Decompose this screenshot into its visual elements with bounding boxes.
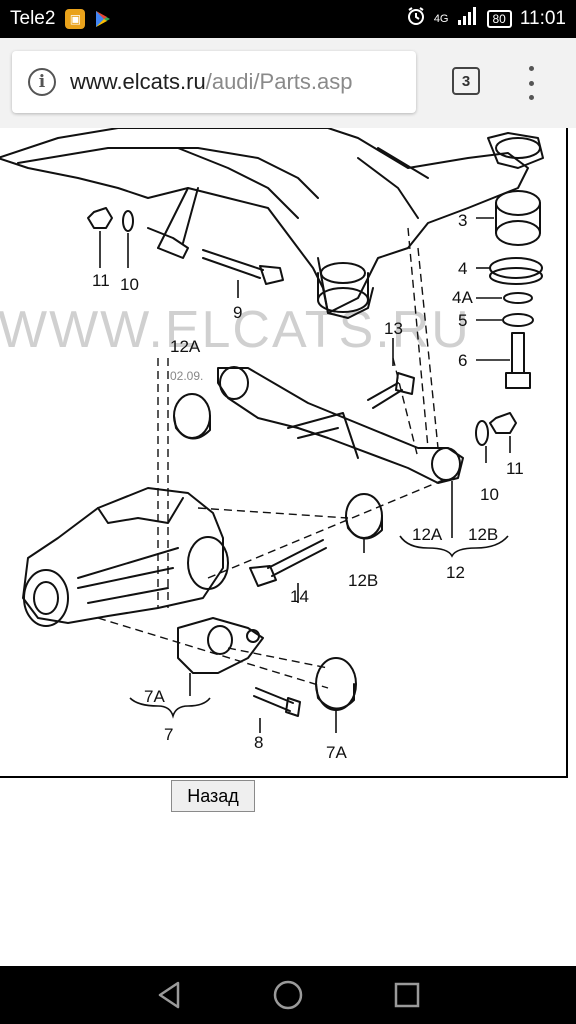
label-12b: 12B [348,571,378,590]
label-8: 8 [254,733,263,752]
label-4: 4 [458,259,467,278]
network-type: 4G [433,12,449,25]
label-12: 12 [446,563,465,582]
status-bar: Tele2 ▣ 4G 80 11:01 [0,0,576,38]
clock: 11:01 [519,8,566,29]
label-14: 14 [290,587,309,606]
system-nav-bar [0,966,576,1024]
exploded-parts-drawing: 11 10 9 13 12A 02.09. 3 4 4A 5 6 11 10 1… [0,128,544,762]
url-text[interactable]: www.elcats.ru/audi/Parts.asp [70,69,353,94]
label-7: 7 [164,725,173,744]
address-bar[interactable]: i www.elcats.ru/audi/Parts.asp [12,51,416,113]
label-10-right: 10 [480,485,499,504]
label-12a-brace: 12A [412,525,443,544]
label-5: 5 [458,311,467,330]
info-icon[interactable]: i [28,68,56,96]
battery-indicator: 80 [486,10,512,28]
label-6: 6 [458,351,467,370]
page-content: WWW.ELCATS.RU [0,128,576,966]
play-store-icon [93,9,113,29]
label-11-left: 11 [92,271,110,290]
date-stamp: 02.09. [170,369,203,383]
back-button[interactable]: Назад [171,780,255,812]
label-10-left: 10 [120,275,139,294]
watermark: WWW.ELCATS.RU [0,301,471,359]
label-11-right: 11 [506,459,524,478]
tab-switcher-button[interactable]: 3 [452,67,480,95]
label-9: 9 [233,303,242,322]
label-13: 13 [384,319,403,338]
label-7a-brace: 7A [144,687,165,706]
overflow-menu-icon[interactable] [520,66,542,100]
recents-nav-icon[interactable] [390,978,424,1012]
alarm-icon [406,6,426,32]
label-7a: 7A [326,743,347,762]
label-12a-top: 12A [170,337,201,356]
home-nav-icon[interactable] [271,978,305,1012]
signal-icon [457,6,479,32]
label-4a: 4A [452,288,473,307]
carrier-name: Tele2 [10,8,56,29]
back-nav-icon[interactable] [152,978,186,1012]
browser-toolbar: i www.elcats.ru/audi/Parts.asp 3 [0,38,576,128]
label-3: 3 [458,211,467,230]
notification-app-icon: ▣ [65,9,86,29]
label-12b-brace: 12B [468,525,498,544]
parts-diagram: WWW.ELCATS.RU [0,128,568,778]
